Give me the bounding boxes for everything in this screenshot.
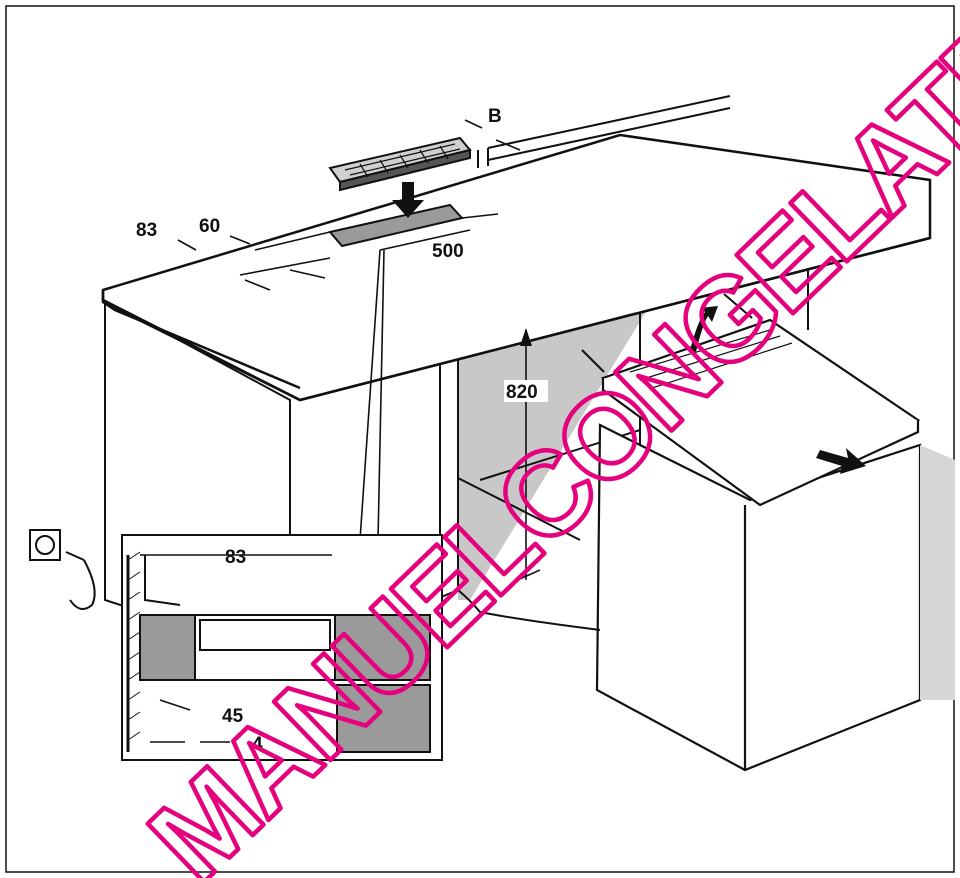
counter-height-label: 820 xyxy=(506,382,538,403)
arrow-right-icon xyxy=(816,448,866,474)
detail-depth-label: 83 xyxy=(225,547,246,568)
adjacent-worktop xyxy=(477,95,731,168)
diagram-border xyxy=(5,5,955,873)
detail-inset: 83 45 4 xyxy=(121,534,443,761)
vent-length-label: 500 xyxy=(432,241,464,262)
arrow-up-icon xyxy=(520,328,532,346)
power-plug-icon xyxy=(65,551,601,631)
lift-arrow-icon xyxy=(690,306,718,352)
edge-distance-label: 83 xyxy=(136,220,157,241)
vent-grille xyxy=(328,136,472,192)
screw-icon xyxy=(581,293,753,373)
vent-setback-label: 60 xyxy=(199,216,220,237)
worktop xyxy=(101,133,932,402)
freezer-appliance xyxy=(595,318,922,772)
detail-gap-label: 4 xyxy=(252,734,263,755)
counter-height-box xyxy=(504,380,548,402)
gap-b-label: B xyxy=(488,106,502,127)
detail-angle-label: 45 xyxy=(222,706,244,727)
wall-socket-icon xyxy=(29,529,61,561)
arrow-down-icon xyxy=(392,182,424,218)
cabinet-shadow xyxy=(458,290,650,600)
dimension-lines xyxy=(177,119,541,583)
appliance-shadow xyxy=(920,445,955,700)
